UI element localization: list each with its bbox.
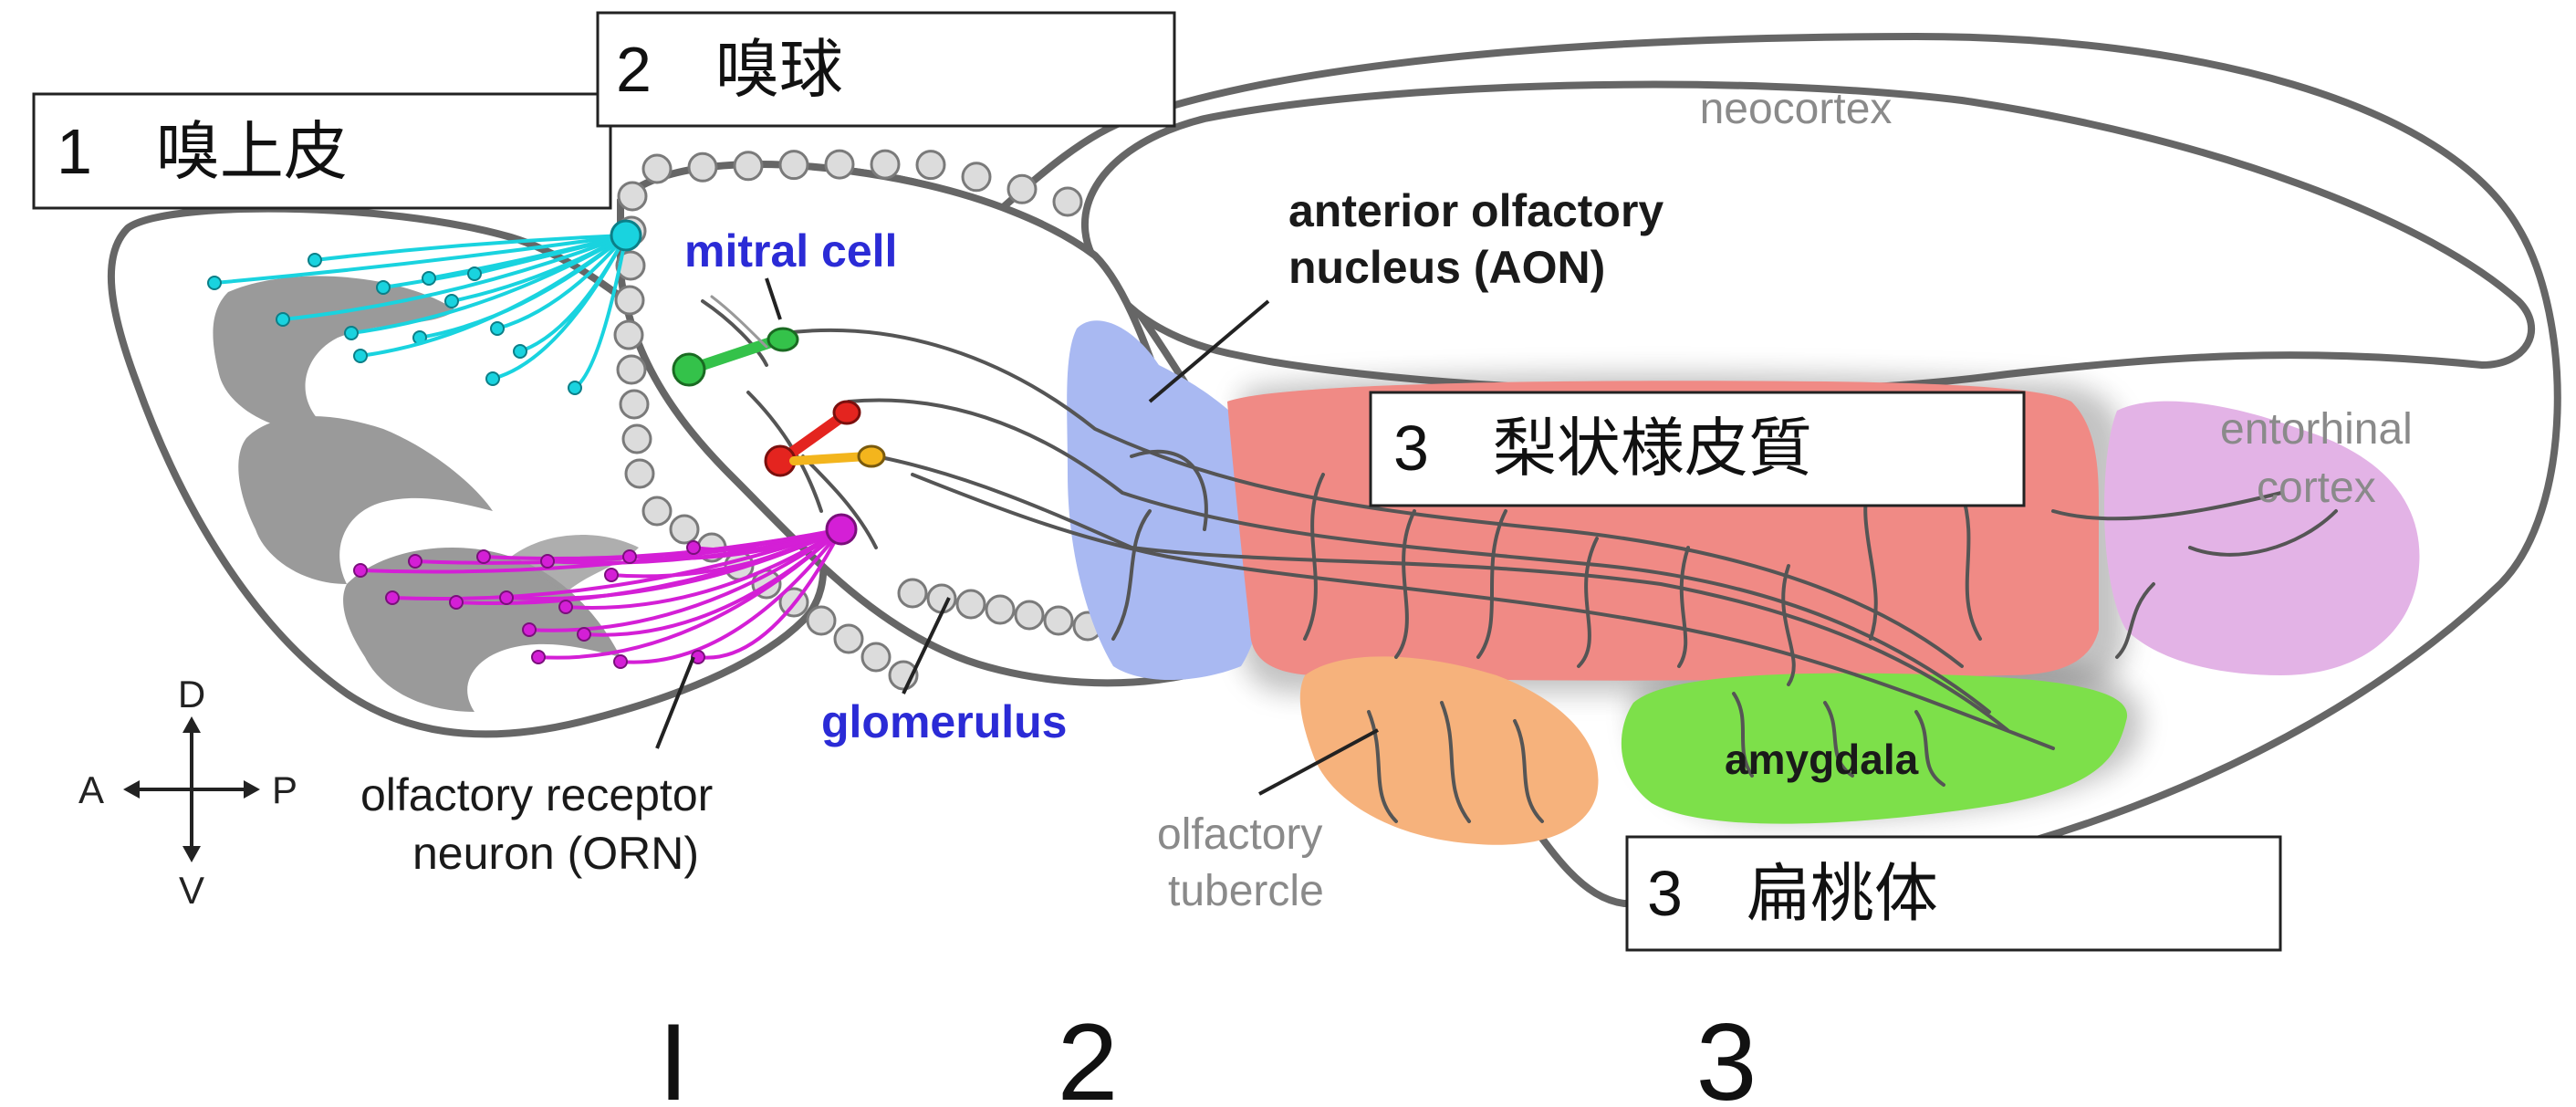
magenta-neuron-soma bbox=[450, 596, 463, 609]
cyan-neuron-soma bbox=[354, 350, 367, 362]
cyan-neuron-soma bbox=[486, 372, 499, 385]
olfactory-tubercle-label-line1: olfactory bbox=[1157, 810, 1322, 859]
orientation-compass: D V A P bbox=[78, 673, 297, 912]
cyan-neuron-soma bbox=[345, 327, 358, 339]
box-olfactory-epithelium-text: 1 嗅上皮 bbox=[57, 116, 348, 187]
glomerulus-sphere bbox=[986, 596, 1014, 623]
magenta-neuron-soma bbox=[559, 600, 572, 613]
glomerulus-sphere bbox=[621, 391, 648, 418]
glomerulus-sphere bbox=[780, 151, 808, 179]
glomerulus-sphere bbox=[835, 625, 862, 653]
cyan-target-glomerulus bbox=[611, 221, 641, 250]
cyan-neuron-soma bbox=[422, 272, 435, 285]
glomerulus-sphere bbox=[626, 460, 653, 487]
glomerulus-sphere bbox=[871, 151, 899, 178]
magenta-neuron-soma bbox=[532, 651, 545, 663]
glomerulus-sphere bbox=[1054, 188, 1081, 215]
glomerulus-sphere bbox=[619, 183, 646, 210]
cyan-neuron-soma bbox=[445, 295, 458, 308]
compass-dorsal-label: D bbox=[178, 673, 205, 715]
glomerulus-sphere bbox=[917, 151, 944, 179]
cyan-neuron-soma bbox=[568, 381, 581, 394]
cyan-neuron-soma bbox=[208, 277, 221, 289]
magenta-neuron-soma bbox=[541, 555, 554, 568]
glomerulus-sphere bbox=[615, 321, 642, 349]
stage-number-1: I bbox=[658, 1001, 688, 1107]
glomerulus-sphere bbox=[643, 155, 671, 183]
bottom-stage-numbers: I 2 3 bbox=[658, 1001, 1757, 1107]
entorhinal-label-line2: cortex bbox=[2257, 464, 2376, 512]
glomerulus-sphere bbox=[928, 585, 955, 612]
magenta-neuron-soma bbox=[500, 591, 513, 604]
glomerulus-sphere bbox=[735, 152, 762, 180]
glomerulus-sphere bbox=[808, 607, 835, 634]
orn-label-line2: neuron (ORN) bbox=[412, 828, 699, 879]
mitral-cell-label: mitral cell bbox=[684, 225, 897, 277]
stage-number-2: 2 bbox=[1058, 1001, 1119, 1107]
magenta-neuron-soma bbox=[578, 628, 590, 641]
aon-label-line1: anterior olfactory bbox=[1288, 185, 1663, 236]
magenta-neuron-soma bbox=[386, 591, 399, 604]
cyan-neuron-soma bbox=[468, 267, 481, 280]
box-olfactory-bulb-text: 2 嗅球 bbox=[616, 34, 843, 105]
glomerulus-sphere bbox=[899, 580, 926, 607]
magenta-neuron-soma bbox=[614, 655, 627, 668]
magenta-neuron-soma bbox=[523, 623, 536, 636]
aon-label-line2: nucleus (AON) bbox=[1288, 242, 1605, 293]
cyan-neuron-soma bbox=[308, 254, 321, 266]
magenta-neuron-soma bbox=[605, 569, 618, 581]
cyan-neuron-soma bbox=[514, 345, 527, 358]
glomerulus-sphere bbox=[616, 287, 643, 314]
compass-ventral-label: V bbox=[179, 869, 204, 912]
magenta-neuron-soma bbox=[623, 550, 636, 563]
magenta-target-glomerulus bbox=[827, 515, 856, 544]
orn-label-line1: olfactory receptor bbox=[360, 769, 713, 820]
glomerulus-sphere bbox=[618, 356, 645, 383]
glomerulus-sphere bbox=[957, 590, 985, 618]
glomerulus-sphere bbox=[826, 151, 853, 178]
compass-posterior-label: P bbox=[272, 768, 297, 811]
glomerulus-sphere bbox=[1008, 175, 1036, 203]
magenta-neuron-soma bbox=[687, 541, 700, 554]
glomerulus-sphere bbox=[623, 425, 651, 453]
glomerulus-sphere bbox=[643, 497, 671, 525]
glomerulus-sphere bbox=[671, 516, 698, 543]
glomerulus-sphere bbox=[1016, 601, 1043, 629]
cyan-neuron-soma bbox=[491, 322, 504, 335]
glomerulus-sphere bbox=[689, 153, 716, 181]
stage-number-3: 3 bbox=[1696, 1001, 1757, 1107]
neocortex-label: neocortex bbox=[1700, 85, 1893, 133]
magenta-neuron-soma bbox=[409, 555, 422, 568]
magenta-neuron-soma bbox=[477, 550, 490, 563]
cyan-neuron-soma bbox=[276, 313, 289, 326]
magenta-neuron-soma bbox=[354, 564, 367, 577]
glomerulus-label: glomerulus bbox=[821, 696, 1067, 747]
box-piriform-cortex-text: 3 梨状様皮質 bbox=[1393, 413, 1812, 484]
glomerulus-sphere bbox=[862, 643, 890, 671]
box-amygdala-text: 3 扁桃体 bbox=[1647, 858, 1938, 929]
glomerulus-sphere bbox=[1045, 607, 1072, 634]
entorhinal-label-line1: entorhinal bbox=[2220, 405, 2413, 454]
compass-anterior-label: A bbox=[78, 768, 104, 811]
olfactory-tubercle-label-line2: tubercle bbox=[1168, 867, 1324, 915]
amygdala-label: amygdala bbox=[1725, 736, 1919, 783]
cyan-neuron-soma bbox=[377, 281, 390, 294]
glomerulus-sphere bbox=[963, 163, 990, 191]
